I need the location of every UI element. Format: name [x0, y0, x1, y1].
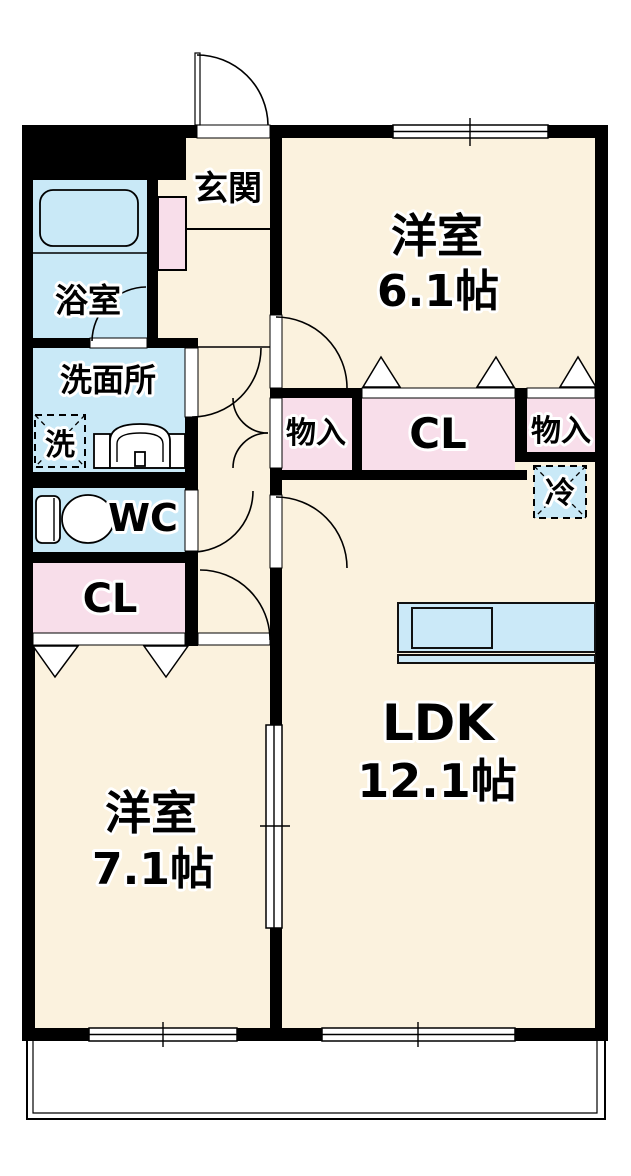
vanity-left-panel: [93, 433, 111, 469]
bath-door-arc: [91, 286, 147, 342]
washroom-wc-wall: [22, 472, 198, 488]
label-hall-closet: CL: [83, 576, 138, 622]
closet-triangle-5: [558, 355, 598, 388]
closet-triangle-3: [361, 355, 402, 388]
hall-storage-bifold-arc-bottom: [232, 432, 269, 469]
hall-storage-bifold-arc-top: [232, 397, 269, 434]
label-right-storage: 物入: [531, 414, 591, 449]
balcony-outer-rail: [26, 1041, 606, 1120]
bedroom1-door-opening: [269, 314, 283, 389]
bathtub: [33, 189, 147, 254]
openings: [32, 124, 596, 646]
right-storage-folding-opening: [526, 387, 596, 399]
toilet-bowl: [61, 494, 115, 544]
vanity-faucet: [134, 451, 146, 467]
balcony: [26, 1041, 606, 1120]
closet-divider-2: [515, 398, 527, 462]
hall-storage-door-opening: [269, 397, 283, 469]
label-main-closet: CL: [409, 409, 467, 458]
bathtub-outline: [39, 189, 139, 247]
toilet-tank: [35, 495, 61, 544]
toilet: [35, 494, 115, 544]
washroom-door-opening: [184, 347, 199, 418]
ldk-door-opening: [269, 494, 283, 569]
balcony-inner-rail: [32, 1041, 598, 1114]
hall-corner: [185, 633, 198, 646]
closet-triangle-2: [142, 645, 190, 679]
vanity-basin-inner: [116, 432, 164, 462]
label-entrance: 玄関: [194, 169, 262, 209]
wc-closet-wall: [22, 552, 198, 563]
closet-triangle-1: [31, 645, 80, 679]
ldk-door-arc: [275, 496, 348, 569]
entrance-threshold: [196, 124, 271, 139]
washroom-door-arc: [191, 347, 262, 418]
bedroom2-door-arc: [199, 569, 271, 641]
main-closet-room: [362, 398, 515, 470]
wc-door-arc: [191, 490, 254, 553]
bath-door-opening: [89, 337, 148, 349]
entrance-door-leaf: [194, 52, 201, 126]
label-bedroom2-name: 洋室: [105, 786, 197, 840]
washer-cross-2: [34, 414, 86, 468]
label-washer: 洗: [45, 428, 75, 463]
hall-closet-room: [33, 563, 185, 633]
label-bathroom: 浴室: [55, 281, 121, 320]
main-closet-folding-opening: [361, 387, 516, 399]
doors: [91, 52, 348, 641]
hall-left-wall-a: [185, 417, 198, 490]
label-bedroom2-size: 7.1帖: [92, 844, 214, 895]
label-hall-storage: 物入: [286, 416, 346, 451]
closet-divider-1: [352, 398, 362, 470]
sliding-partition: [260, 724, 290, 929]
windows: [88, 118, 549, 1047]
label-fridge: 冷: [545, 476, 575, 511]
label-wc: WC: [108, 496, 178, 540]
right-storage-room: [527, 398, 595, 452]
bedroom1-door-arc: [275, 316, 348, 389]
folding-door-marks: [31, 355, 598, 679]
hall-left-wall-b: [185, 551, 198, 633]
washing-machine-space: [34, 414, 86, 468]
kitchen-counter: [397, 602, 596, 664]
bathroom-room: [33, 180, 147, 338]
label-ldk-size: 12.1帖: [357, 754, 517, 808]
hall-closet-folding-opening: [32, 632, 186, 646]
entrance-door-arc: [196, 54, 269, 126]
kitchen-sink: [411, 607, 493, 649]
fridge-cross-2: [533, 465, 587, 519]
bedroom2-door-opening: [197, 632, 271, 646]
kitchen-counter-top: [397, 602, 596, 653]
wc-door-opening: [184, 489, 199, 552]
closet-triangle-4: [475, 355, 516, 388]
labels: 玄関 洋室 6.1帖 浴室 洗面所 洗 WC CL 物入 CL 物入 冷 LDK…: [42, 166, 594, 898]
entry-corner-block: [22, 125, 186, 180]
label-ldk-name: LDK: [382, 694, 496, 752]
label-washroom: 洗面所: [60, 361, 156, 399]
kitchen-counter-strip: [397, 654, 596, 664]
hall-storage-room: [282, 398, 352, 470]
bath-right-wall: [147, 178, 158, 348]
vanity-sink: [93, 423, 186, 469]
right-storage-bottom-wall: [527, 452, 595, 462]
label-bedroom1-size: 6.1帖: [377, 266, 499, 317]
refrigerator-space: [533, 465, 587, 519]
shoe-cabinet: [157, 196, 187, 271]
label-bedroom1-name: 洋室: [391, 209, 483, 263]
closet-row-bottom-wall: [270, 470, 527, 480]
